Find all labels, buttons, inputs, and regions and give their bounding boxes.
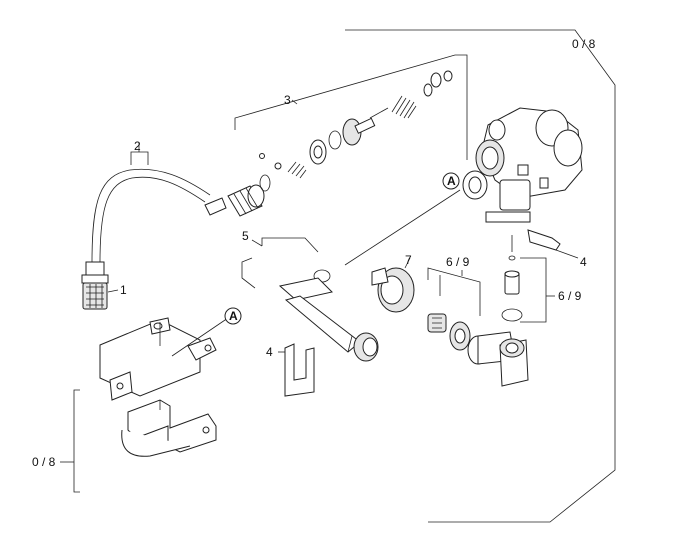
inlet-elbow (467, 331, 529, 387)
label-item-3: 3 (284, 93, 291, 107)
label-item-2: 2 (134, 139, 141, 153)
clip-right (527, 229, 579, 259)
ref-a-pump-marker: A (442, 172, 460, 190)
ref-a-bracket-label: A (229, 309, 238, 323)
hose-coupling (371, 257, 415, 313)
clip-left (278, 343, 315, 397)
ref-a-bracket-marker: A (224, 307, 242, 325)
mounting-bracket (99, 317, 217, 401)
valve-cartridge (227, 184, 265, 217)
label-item-7: 7 (405, 253, 412, 267)
hose (91, 143, 211, 263)
spring-small (287, 161, 307, 179)
group-5-bracket (241, 237, 319, 289)
o-ring (259, 174, 271, 192)
outlet-pipe (278, 269, 379, 362)
suction-filter (81, 261, 119, 310)
spring-large (391, 95, 417, 119)
label-item-4-left: 4 (266, 345, 273, 359)
label-item-6-9-top: 6 / 9 (446, 255, 470, 269)
pump-housing (344, 107, 583, 266)
valve-parts-row (204, 70, 453, 217)
label-item-4-right: 4 (580, 255, 587, 269)
group-3-bracket (234, 54, 468, 160)
u-support (121, 399, 217, 457)
kit-0-8-boundary (60, 29, 616, 523)
label-item-5: 5 (242, 229, 249, 243)
valve-insert-right (501, 235, 555, 323)
piston (342, 107, 389, 146)
group-6-9-bracket (427, 267, 481, 316)
inlet-filter (427, 313, 471, 351)
label-item-6-9-right: 6 / 9 (558, 289, 582, 303)
label-0-8-top: 0 / 8 (572, 37, 596, 51)
ref-a-pump-label: A (447, 174, 456, 188)
label-0-8-bottom: 0 / 8 (32, 455, 56, 469)
label-item-1: 1 (120, 283, 127, 297)
